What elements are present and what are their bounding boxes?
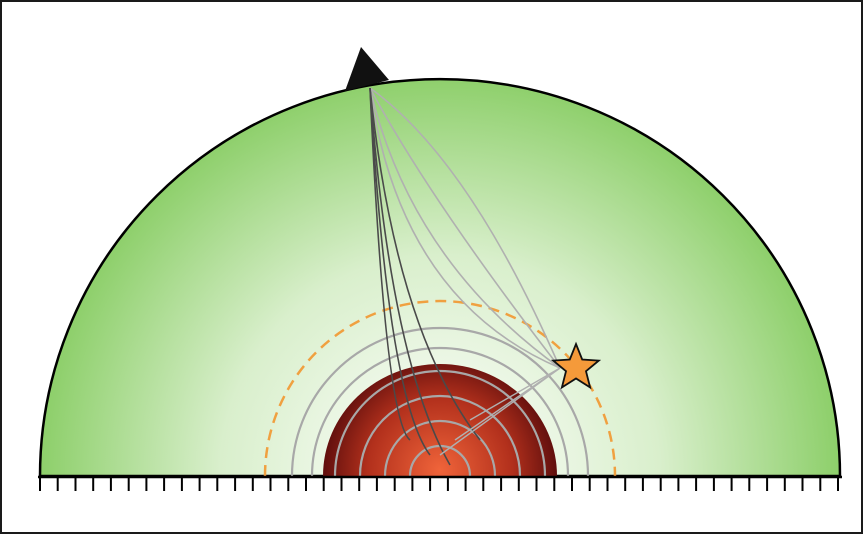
- concentric-ring: [358, 394, 522, 476]
- seismic-ray-segment: [469, 367, 561, 421]
- seismic-ray: [369, 87, 451, 466]
- star-icon: [550, 341, 602, 390]
- baseline-ticks: [39, 477, 839, 491]
- seismic-ray: [369, 87, 481, 441]
- dashed-boundary-circle: [263, 299, 617, 476]
- seismic-ray-paths: [369, 87, 561, 466]
- seismic-ray: [369, 87, 561, 369]
- seismic-ray: [369, 87, 561, 369]
- seismic-ray: [369, 87, 561, 369]
- seismic-ray-segment: [439, 367, 561, 456]
- mantle-half-disc: [38, 77, 842, 478]
- concentric-ring: [310, 346, 570, 476]
- concentric-ring: [333, 369, 547, 476]
- concentric-ring: [383, 419, 497, 476]
- seismic-ray: [369, 87, 561, 369]
- concentric-ring: [290, 326, 590, 476]
- triangle-icon: [345, 47, 389, 91]
- seismic-ray: [369, 87, 411, 441]
- seismic-ray: [369, 87, 431, 456]
